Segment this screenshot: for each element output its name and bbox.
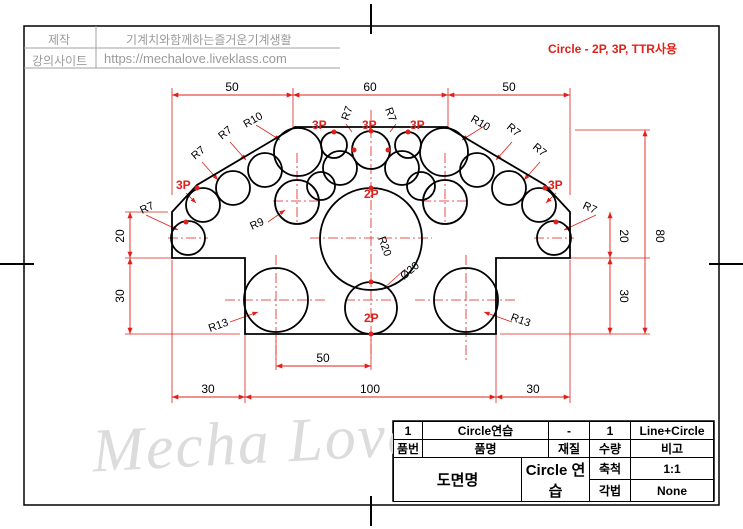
tb-scale-label: 축척 (589, 457, 631, 480)
drawing-subtitle: Circle - 2P, 3P, TTR사용 (548, 42, 678, 56)
tb-header-name: 품명 (422, 439, 549, 458)
circle-r7-top-right-b (394, 131, 422, 159)
dim-right-30: 30 (617, 289, 631, 303)
label-r7-left-high: R7 (216, 124, 234, 142)
center-lines (168, 110, 574, 360)
tb-header-material: 재질 (548, 439, 590, 458)
label-3p-right-side: 3P (548, 178, 563, 192)
label-r10-right: R10 (469, 113, 492, 133)
circle-r7-top-left-b (320, 131, 348, 159)
circle-r10-left (273, 127, 323, 177)
dim-left-20: 20 (113, 229, 127, 243)
tb-note: Line+Circle (630, 421, 714, 440)
dim-bottom-right: 30 (526, 382, 540, 396)
dim-top-right: 50 (502, 80, 516, 94)
label-r7-left-mid: R7 (189, 144, 207, 162)
dim-right-20: 20 (617, 229, 631, 243)
circle-r7-top-right-a (384, 150, 420, 186)
label-r13-right: R13 (509, 312, 532, 330)
label-r7-right-mid: R7 (530, 141, 548, 159)
tb-header-no: 품번 (393, 439, 423, 458)
circle-r9-right (422, 179, 468, 225)
circle-r13-right (433, 267, 499, 333)
part-outline (171, 126, 571, 335)
tb-drawing-label: 도면명 (392, 457, 523, 502)
info-link-site[interactable]: https://mechalove.liveklass.com (104, 51, 287, 66)
tb-quantity: 1 (589, 421, 631, 440)
circle-r7-right-2 (491, 170, 527, 206)
label-3p-top-right: 3P (410, 118, 425, 132)
title-block: 1 Circle연습 - 1 Line+Circle 품번 품명 재질 수량 비… (392, 421, 714, 502)
label-3p-top-left: 3P (312, 118, 327, 132)
circle-r7-left-2 (215, 170, 251, 206)
info-value-maker: 기계치와함께하는즐거운기계생활 (126, 33, 292, 47)
tb-method-value: None (630, 479, 714, 502)
label-r7-top-left: R7 (340, 105, 356, 122)
tb-scale-value: 1:1 (630, 457, 714, 480)
circle-r7-right-3 (521, 187, 557, 223)
tb-drawing-name: Circle 연습 (521, 457, 590, 502)
tb-part-no: 1 (393, 421, 423, 440)
label-2p-center: 2P (364, 187, 379, 201)
info-label-maker: 제작 (48, 33, 71, 47)
label-r7-top-right: R7 (382, 106, 398, 123)
dimension-lines (127, 92, 648, 400)
label-r9-left: R9 (248, 216, 266, 233)
circle-r10-right (419, 127, 469, 177)
circle-r7-left-1 (247, 152, 283, 188)
dim-bottom-left: 30 (201, 382, 215, 396)
label-r7-right-high: R7 (504, 121, 522, 139)
dim-bottom-inner: 50 (316, 351, 330, 365)
dim-top-left: 50 (225, 80, 239, 94)
tb-material: - (548, 421, 590, 440)
label-3p-left-side: 3P (176, 178, 191, 192)
circle-r9-left (274, 179, 320, 225)
info-box-frame (24, 26, 340, 69)
tb-header-quantity: 수량 (589, 439, 631, 458)
label-r13-left: R13 (207, 317, 230, 335)
circle-r7-top-left-a (322, 150, 358, 186)
construction-points (183, 128, 559, 337)
label-r7-right-low: R7 (581, 200, 599, 217)
label-3p-top-mid: 3P (362, 118, 377, 132)
dim-bottom-mid: 100 (360, 382, 380, 396)
label-2p-bottom: 2P (364, 311, 379, 325)
tb-part-name: Circle연습 (422, 421, 549, 440)
label-r10-left: R10 (242, 110, 265, 130)
circle-r7-left-3 (185, 187, 221, 223)
dim-left-30: 30 (113, 289, 127, 303)
tb-header-note: 비고 (630, 439, 714, 458)
circle-between-left (306, 171, 336, 201)
circle-r13-left (243, 267, 309, 333)
circle-r7-right-1 (459, 152, 495, 188)
dim-right-total: 80 (653, 229, 667, 243)
dim-top-mid: 60 (363, 80, 377, 94)
circle-between-right (406, 171, 436, 201)
tb-method-label: 각법 (589, 479, 631, 502)
info-label-site: 강의사이트 (32, 54, 88, 68)
center-marks (0, 4, 743, 526)
label-r7-left-low: R7 (138, 200, 156, 217)
